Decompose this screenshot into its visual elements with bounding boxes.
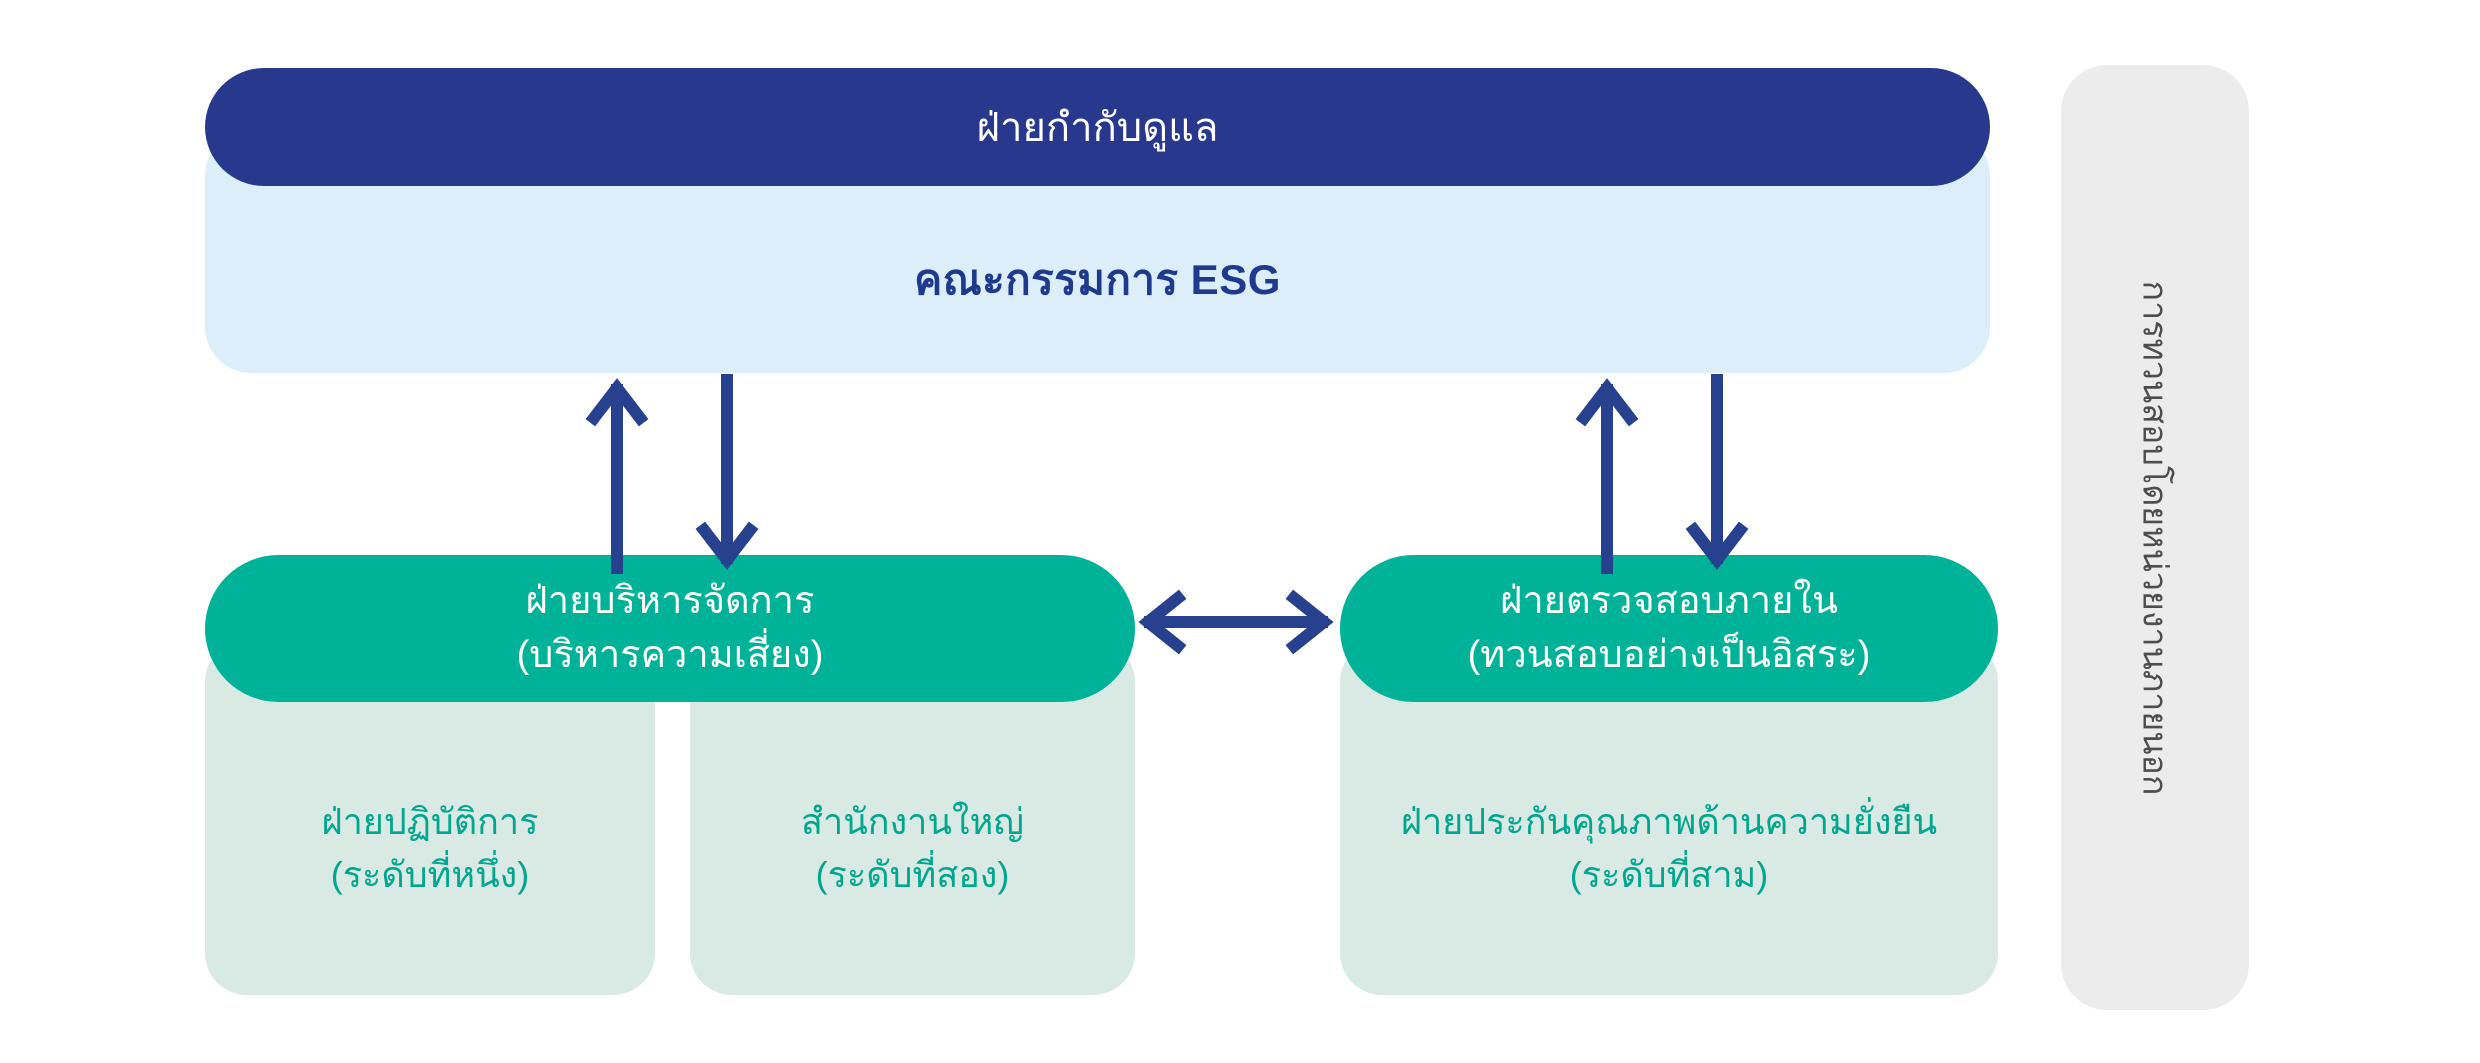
governance-pill: ฝ่ายกำกับดูแล [205, 68, 1990, 186]
internal-audit-pill: ฝ่ายตรวจสอบภายใน (ทวนสอบอย่างเป็นอิสระ) [1340, 555, 1998, 702]
external-assurance-bar: การทวนสอบโดยหน่วยงานภายนอก [2061, 65, 2249, 1010]
internal-audit-label: ฝ่ายตรวจสอบภายใน (ทวนสอบอย่างเป็นอิสระ) [1468, 575, 1871, 683]
arrow-up-left-icon [585, 378, 649, 574]
defense-box-second-line-label: สำนักงานใหญ่ (ระดับที่สอง) [801, 796, 1024, 900]
management-subtitle: (บริหารความเสี่ยง) [516, 633, 824, 676]
arrow-horizontal-double-icon [1138, 589, 1334, 655]
defense-title: สำนักงานใหญ่ [801, 801, 1024, 843]
internal-audit-subtitle: (ทวนสอบอย่างเป็นอิสระ) [1467, 633, 1871, 676]
defense-title: ฝ่ายปฏิบัติการ [321, 801, 539, 843]
arrow-down-right-icon [1685, 374, 1749, 570]
defense-title: ฝ่ายประกันคุณภาพด้านความยั่งยืน [1400, 801, 1938, 843]
external-assurance-label: การทวนสอบโดยหน่วยงานภายนอก [2135, 280, 2174, 795]
arrow-up-right-icon [1575, 378, 1639, 574]
defense-subtitle: (ระดับที่สอง) [815, 853, 1010, 895]
defense-box-first-line-label: ฝ่ายปฏิบัติการ (ระดับที่หนึ่ง) [321, 796, 538, 900]
management-title: ฝ่ายบริหารจัดการ [525, 579, 815, 622]
arrow-down-left-icon [695, 374, 759, 570]
management-pill: ฝ่ายบริหารจัดการ (บริหารความเสี่ยง) [205, 555, 1135, 702]
management-label: ฝ่ายบริหารจัดการ (บริหารความเสี่ยง) [517, 575, 824, 683]
defense-subtitle: (ระดับที่หนึ่ง) [330, 853, 530, 895]
internal-audit-title: ฝ่ายตรวจสอบภายใน [1500, 579, 1838, 622]
esg-committee-label: คณะกรรมการ ESG [914, 255, 1281, 303]
defense-subtitle: (ระดับที่สาม) [1569, 853, 1769, 895]
defense-box-third-line-label: ฝ่ายประกันคุณภาพด้านความยั่งยืน (ระดับที… [1401, 796, 1937, 900]
governance-label: ฝ่ายกำกับดูแล [976, 106, 1219, 150]
